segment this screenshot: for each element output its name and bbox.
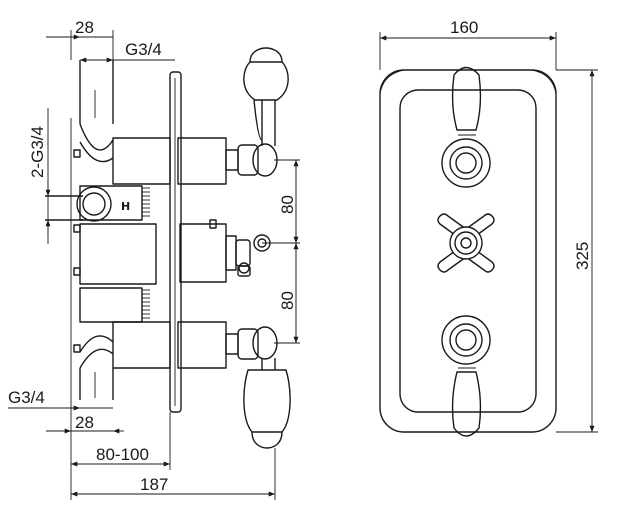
dim-front-height: 325 bbox=[573, 242, 592, 270]
dim-outlets: 2-G3/4 bbox=[28, 126, 47, 178]
mount-screws bbox=[73, 149, 81, 353]
top-inlet-pipe bbox=[79, 60, 114, 163]
dim-spacing-lower: 80 bbox=[278, 291, 297, 310]
dim-total-depth: 187 bbox=[140, 475, 168, 494]
lower-lever-handle bbox=[225, 326, 291, 449]
wall-plate bbox=[169, 71, 182, 413]
dim-depth-range: 80-100 bbox=[96, 445, 149, 464]
front-plate bbox=[379, 69, 557, 433]
middle-cross-handle bbox=[209, 219, 271, 277]
front-lower-lever bbox=[441, 315, 491, 437]
hot-marker: H bbox=[121, 200, 130, 213]
front-upper-lever bbox=[441, 66, 491, 188]
side-view: H bbox=[8, 18, 300, 500]
bottom-inlet-pipe bbox=[79, 335, 114, 400]
dim-bottom-width: 28 bbox=[75, 413, 94, 432]
front-view: 160 325 bbox=[379, 18, 598, 437]
dimension-lines-front bbox=[379, 32, 598, 433]
dim-spacing-upper: 80 bbox=[278, 195, 297, 214]
front-cross-handle bbox=[437, 213, 495, 273]
dim-bottom-thread: G3/4 bbox=[8, 388, 45, 407]
dim-front-width: 160 bbox=[450, 18, 478, 37]
valve-body bbox=[45, 137, 227, 369]
dim-top-thread: G3/4 bbox=[125, 40, 162, 59]
upper-lever-handle bbox=[225, 47, 289, 177]
dim-top-width: 28 bbox=[75, 18, 94, 37]
dimension-lines-side bbox=[8, 30, 300, 500]
